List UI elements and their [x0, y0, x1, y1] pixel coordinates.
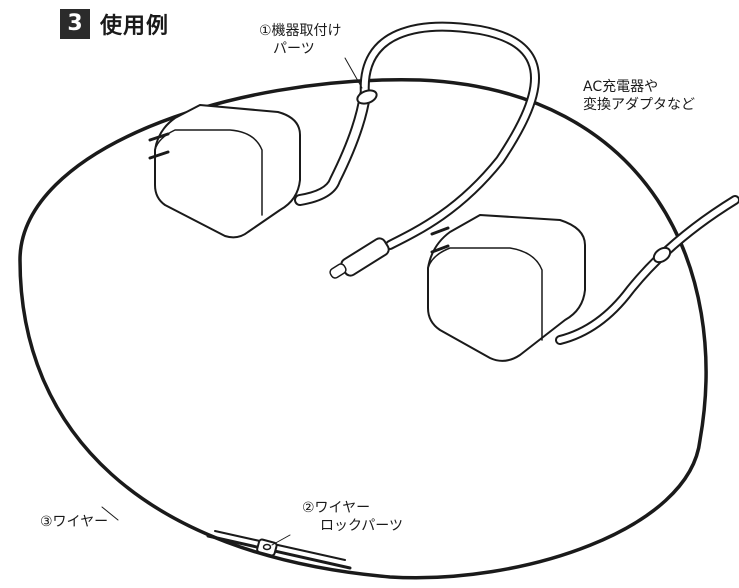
wire-lock-part: [256, 538, 278, 557]
section-title: 使用例: [100, 14, 170, 39]
wire-lock-label-line1: ②ワイヤー: [302, 500, 371, 516]
mount-part-ring: [356, 89, 378, 105]
usb-c-plug: [329, 237, 390, 279]
leader-line: [344, 57, 363, 89]
charger-label-line1: AC充電器や: [583, 79, 659, 95]
wire-label: ③ワイヤー: [40, 514, 109, 530]
wire-loop: [18, 78, 708, 580]
mount-part-label-line1: ①機器取付け: [259, 23, 342, 39]
wire-end: [214, 530, 346, 561]
section-header: 3 使用例: [60, 8, 169, 40]
left-charger: [148, 104, 301, 239]
mount-part-ring-right: [652, 246, 672, 264]
charger-label-line2: 変換アダプタなど: [583, 97, 695, 113]
charger-label: AC充電器や 変換アダプタなど: [583, 78, 695, 114]
mount-part-label-line2: パーツ: [273, 41, 315, 57]
section-number-badge: 3: [60, 9, 90, 39]
wire-lock-label-line2: ロックパーツ: [320, 518, 404, 534]
wire-lock-label: ②ワイヤー ロックパーツ: [302, 499, 403, 535]
wire-end: [206, 534, 352, 570]
leader-line: [271, 534, 291, 546]
leader-line: [101, 506, 119, 521]
right-charger: [427, 214, 586, 362]
mount-part-label: ①機器取付け パーツ: [259, 22, 342, 58]
